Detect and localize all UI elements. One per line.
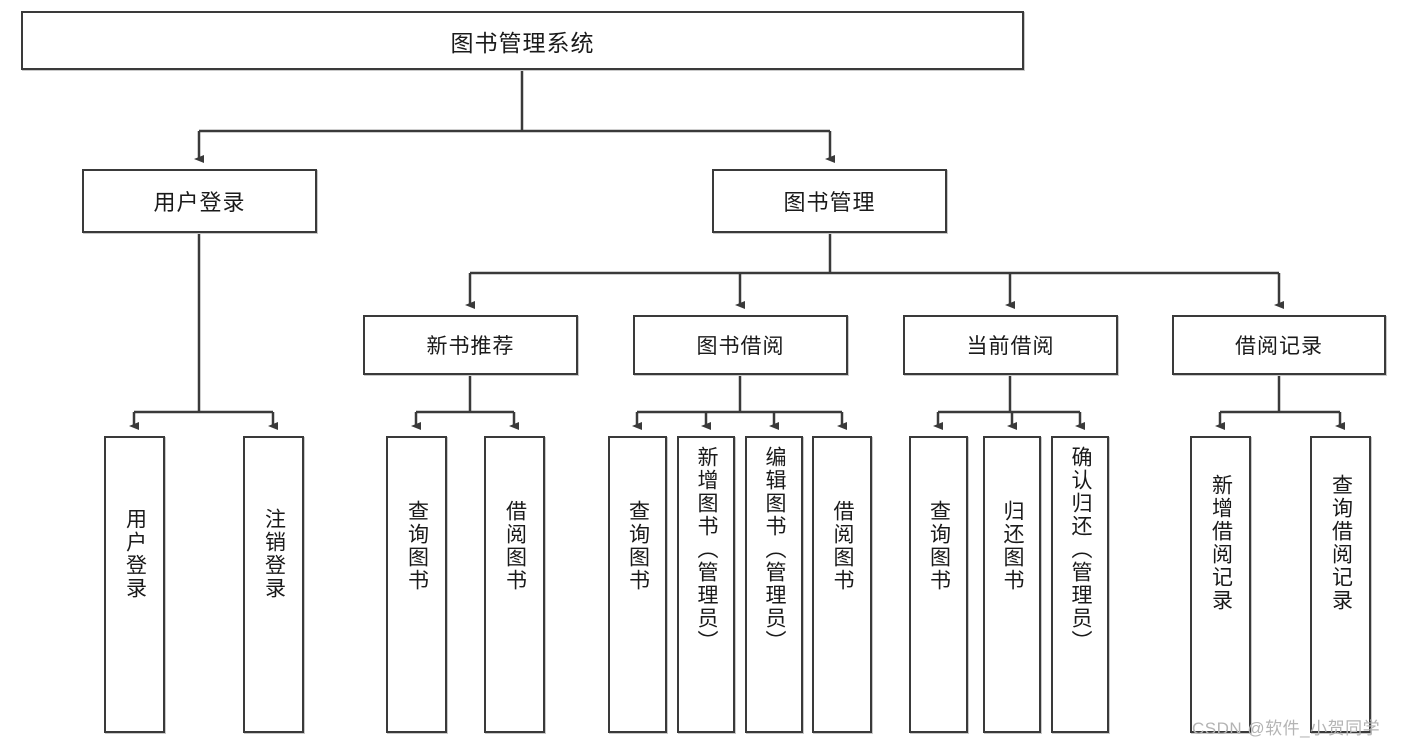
leaf-add-borrow-record-label: 新增借阅记录 <box>1209 474 1233 612</box>
leaf-query-book-2-label: 查询图书 <box>626 500 650 592</box>
leaf-add-book-admin-label: 新增图书（管理员） <box>695 446 719 653</box>
leaf-query-book-3-label: 查询图书 <box>927 500 951 592</box>
node-book-management[interactable]: 图书管理 <box>712 169 947 233</box>
leaf-borrow-book-1-label: 借阅图书 <box>503 500 527 592</box>
node-root[interactable]: 图书管理系统 <box>21 11 1024 70</box>
leaf-query-book-1[interactable]: 查询图书 <box>386 436 447 733</box>
leaf-borrow-book-2-label: 借阅图书 <box>831 500 855 592</box>
leaf-return-book[interactable]: 归还图书 <box>983 436 1041 733</box>
leaf-logout-label: 注销登录 <box>262 508 286 600</box>
leaf-user-login-label: 用户登录 <box>123 508 147 600</box>
leaf-add-borrow-record[interactable]: 新增借阅记录 <box>1190 436 1251 733</box>
node-user-login-label: 用户登录 <box>153 190 246 215</box>
leaf-query-book-2[interactable]: 查询图书 <box>608 436 667 733</box>
node-current-borrow-label: 当前借阅 <box>966 335 1055 358</box>
node-book-borrow-label: 图书借阅 <box>696 335 785 358</box>
leaf-query-book-3[interactable]: 查询图书 <box>909 436 968 733</box>
node-borrow-records-label: 借阅记录 <box>1235 335 1323 358</box>
leaf-query-book-1-label: 查询图书 <box>405 500 429 592</box>
leaf-borrow-book-2[interactable]: 借阅图书 <box>812 436 872 733</box>
leaf-user-login[interactable]: 用户登录 <box>104 436 165 733</box>
node-user-login[interactable]: 用户登录 <box>82 169 317 233</box>
node-book-borrow[interactable]: 图书借阅 <box>633 315 848 375</box>
leaf-confirm-return-admin[interactable]: 确认归还（管理员） <box>1051 436 1109 733</box>
node-borrow-records[interactable]: 借阅记录 <box>1172 315 1386 375</box>
csdn-watermark: CSDN @软件_小贺同学 <box>1192 719 1381 738</box>
leaf-edit-book-admin-label: 编辑图书（管理员） <box>763 446 787 653</box>
leaf-logout[interactable]: 注销登录 <box>243 436 304 733</box>
leaf-borrow-book-1[interactable]: 借阅图书 <box>484 436 545 733</box>
leaf-query-borrow-record-label: 查询借阅记录 <box>1329 474 1353 612</box>
node-new-book-recommend[interactable]: 新书推荐 <box>363 315 578 375</box>
node-current-borrow[interactable]: 当前借阅 <box>903 315 1118 375</box>
node-new-book-recommend-label: 新书推荐 <box>426 335 515 358</box>
leaf-edit-book-admin[interactable]: 编辑图书（管理员） <box>745 436 803 733</box>
node-root-label: 图书管理系统 <box>450 29 595 56</box>
leaf-add-book-admin[interactable]: 新增图书（管理员） <box>677 436 735 733</box>
leaf-return-book-label: 归还图书 <box>1001 500 1025 592</box>
node-book-management-label: 图书管理 <box>783 190 876 215</box>
leaf-confirm-return-admin-label: 确认归还（管理员） <box>1069 446 1093 653</box>
leaf-query-borrow-record[interactable]: 查询借阅记录 <box>1310 436 1371 733</box>
